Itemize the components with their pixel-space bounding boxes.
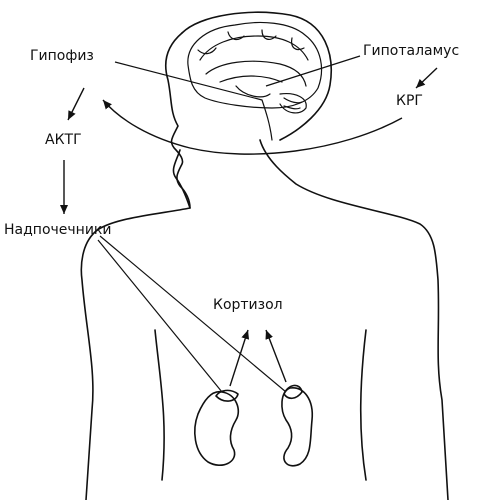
crh-arc-arrow <box>102 99 403 155</box>
kidney-left-icon <box>194 390 240 466</box>
hypothalamus-to-crh-arrow <box>415 67 438 89</box>
adrenals-pointer-left <box>97 239 223 393</box>
kidney-right-icon <box>281 387 314 467</box>
adrenals-label: Надпочечники <box>4 222 112 238</box>
hypothalamus-label: Гипоталамус <box>363 43 460 59</box>
pituitary-to-acth-arrow <box>67 87 85 121</box>
adrenal-left <box>215 389 239 402</box>
hypothalamus-pointer <box>265 55 361 87</box>
face-outline <box>164 32 191 209</box>
arm-right <box>359 329 367 481</box>
pituitary-label: Гипофиз <box>30 48 94 64</box>
adrenals-pointer-right <box>99 235 287 393</box>
body-outline <box>80 139 449 500</box>
cortisol-label: Кортизол <box>213 297 283 313</box>
head-outline <box>181 11 332 141</box>
cortisol-arrow-right <box>265 329 287 383</box>
pituitary-pointer <box>114 61 263 101</box>
adrenal-right <box>283 384 303 400</box>
brain-drawing <box>187 21 323 141</box>
crh-label: КРГ <box>396 93 423 109</box>
cortisol-arrow-left <box>229 329 250 387</box>
arm-left <box>154 329 165 481</box>
acth-label: АКТГ <box>45 132 82 148</box>
